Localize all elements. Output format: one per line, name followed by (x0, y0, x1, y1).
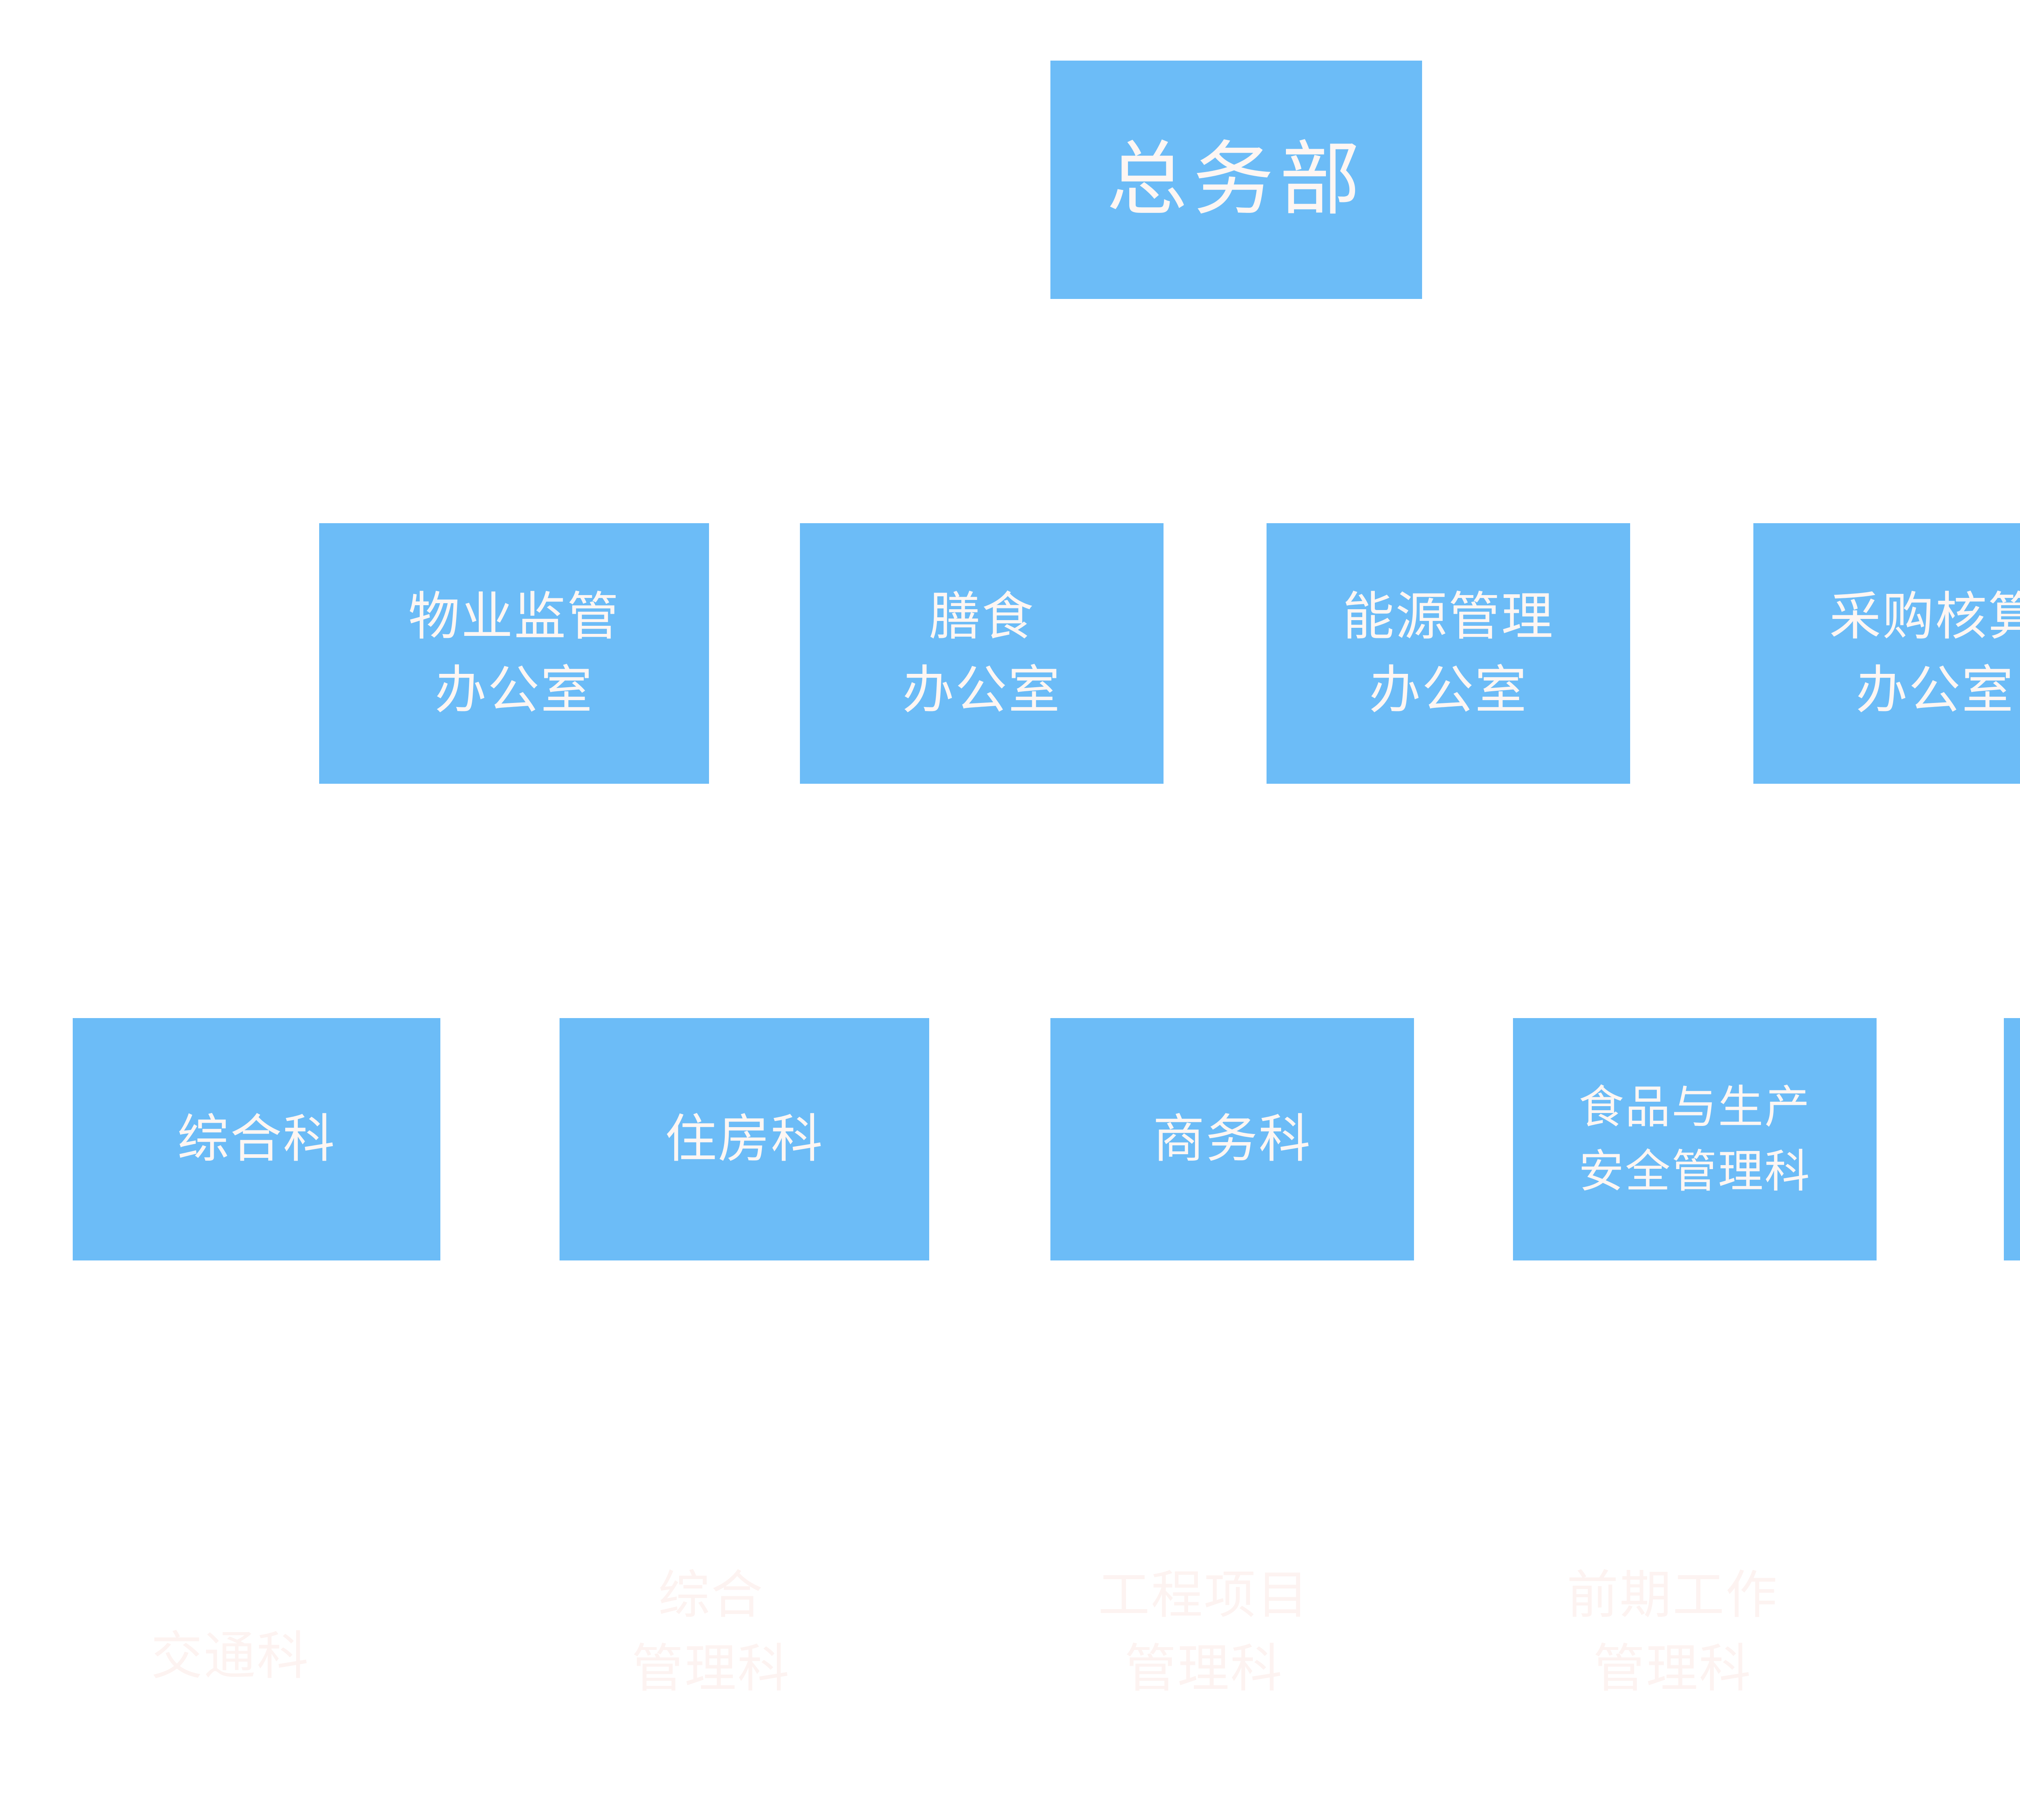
org-node-procurement-accounting-office[interactable]: 采购核算 办公室 (1753, 523, 2020, 784)
org-node-label-line2: 办公室 (1856, 661, 2015, 719)
org-node-label-line1: 住房科 (665, 1110, 824, 1168)
org-node-root[interactable]: 总务部 (1050, 61, 1422, 299)
org-node-label-line2: 办公室 (1369, 661, 1528, 719)
org-node-label-line1: 工程项目 (1098, 1566, 1310, 1624)
org-node-label-line2: 管理科 (1124, 1640, 1284, 1698)
org-node-transportation-section[interactable]: 交通科 (2004, 1018, 2020, 1260)
org-node-label-line1: 物业监管 (408, 587, 620, 646)
org-node-label-line1: 总务部 (1106, 135, 1366, 225)
org-node-label-line1: 膳食 (928, 587, 1035, 646)
org-node-label-line1: 综合科 (177, 1110, 336, 1168)
org-node-food-and-production-safety-management-section[interactable]: 食品与生产 安全管理科 (1513, 1018, 1877, 1260)
org-node-energy-management-office[interactable]: 能源管理 办公室 (1267, 523, 1630, 784)
org-node-label-line1: 前期工作 (1566, 1566, 1778, 1624)
org-node-label-line2: 安全管理科 (1578, 1146, 1811, 1197)
org-node-label-line1: 能源管理 (1342, 587, 1554, 646)
org-node-faded-preliminary-work-management-section: 前期工作 管理科 (1519, 1511, 1826, 1753)
org-node-faded-transportation-section: 交通科 (109, 1559, 351, 1753)
org-node-label-line1: 综合 (658, 1566, 764, 1624)
org-node-label-line2: 办公室 (902, 661, 1061, 719)
org-node-faded-general-management-section: 综合 管理科 (590, 1511, 832, 1753)
org-node-label-line1: 交通科 (151, 1627, 310, 1685)
org-node-label-line1: 食品与生产 (1578, 1081, 1811, 1132)
org-node-label-line2: 管理科 (1593, 1640, 1752, 1698)
org-node-business-section[interactable]: 商务科 (1050, 1018, 1414, 1260)
org-node-label-line2: 管理科 (631, 1640, 791, 1698)
org-node-property-supervision-office[interactable]: 物业监管 办公室 (319, 523, 709, 784)
org-node-label-line1: 采购核算 (1829, 587, 2020, 646)
org-node-housing-section[interactable]: 住房科 (560, 1018, 929, 1260)
org-node-label-line2: 办公室 (434, 661, 593, 719)
org-node-general-section[interactable]: 综合科 (73, 1018, 440, 1260)
org-node-label-line1: 商务科 (1153, 1110, 1312, 1168)
org-node-catering-office[interactable]: 膳食 办公室 (800, 523, 1164, 784)
org-node-faded-engineering-project-management-section: 工程项目 管理科 (1050, 1511, 1357, 1753)
